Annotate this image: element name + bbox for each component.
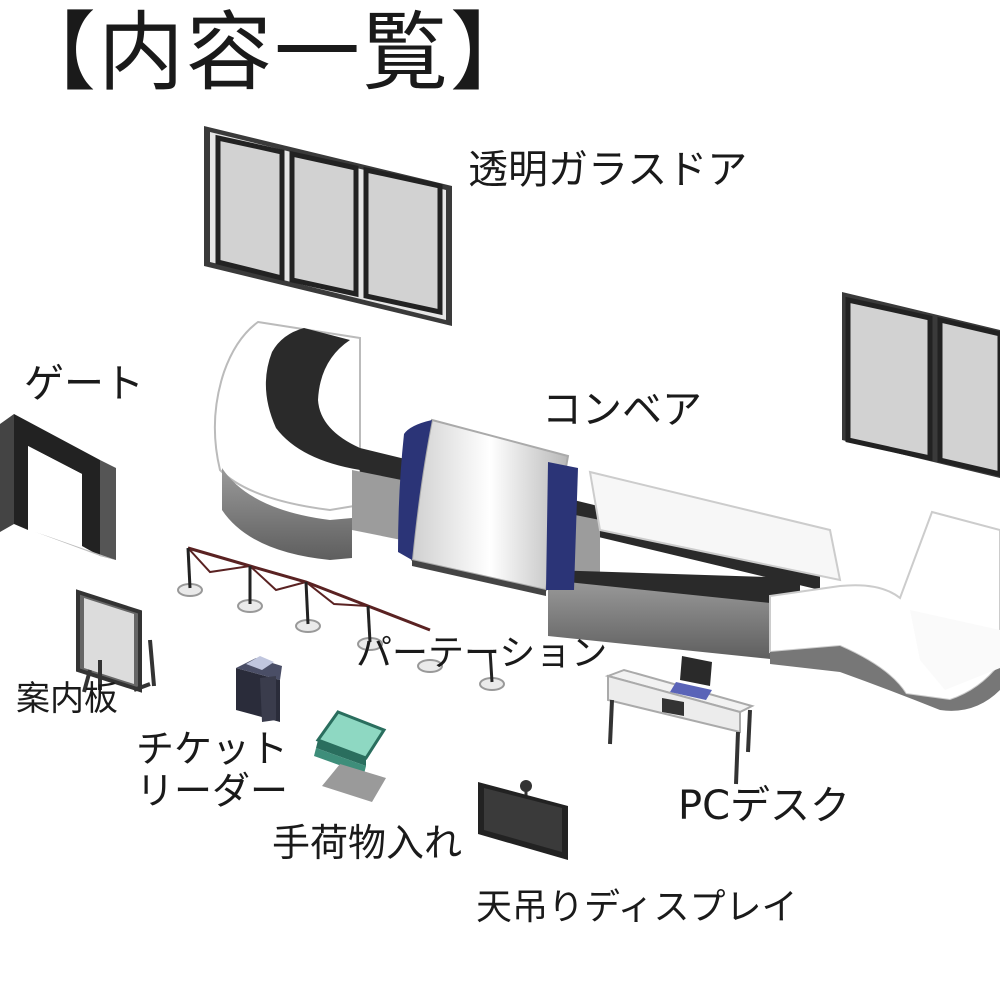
ticket-reader	[236, 656, 282, 722]
hanging-display	[478, 780, 568, 860]
label-partition: パーテーション	[356, 633, 608, 674]
conveyor-scanner	[398, 418, 578, 596]
info-board	[76, 589, 156, 693]
label-ticket-reader-line1: チケット	[136, 727, 289, 771]
glass-door-large	[204, 126, 452, 326]
label-conveyor: コンベア	[542, 387, 702, 433]
label-hanging-display: 天吊りディスプレイ	[476, 887, 798, 928]
label-pc-desk: PCデスク	[678, 783, 851, 829]
glass-door-right	[842, 292, 1000, 478]
pc-desk	[604, 656, 755, 785]
baggage-tray	[314, 710, 387, 802]
label-glass-door: 透明ガラスドア	[468, 147, 748, 193]
page-title: 【内容一覧】	[10, 3, 538, 103]
partition	[177, 546, 505, 691]
security-gate	[0, 414, 116, 560]
label-gate: ゲート	[24, 361, 144, 407]
label-info-board: 案内板	[16, 679, 118, 719]
label-ticket-reader-line2: リーダー	[136, 769, 289, 813]
label-baggage-tray: 手荷物入れ	[272, 821, 463, 865]
